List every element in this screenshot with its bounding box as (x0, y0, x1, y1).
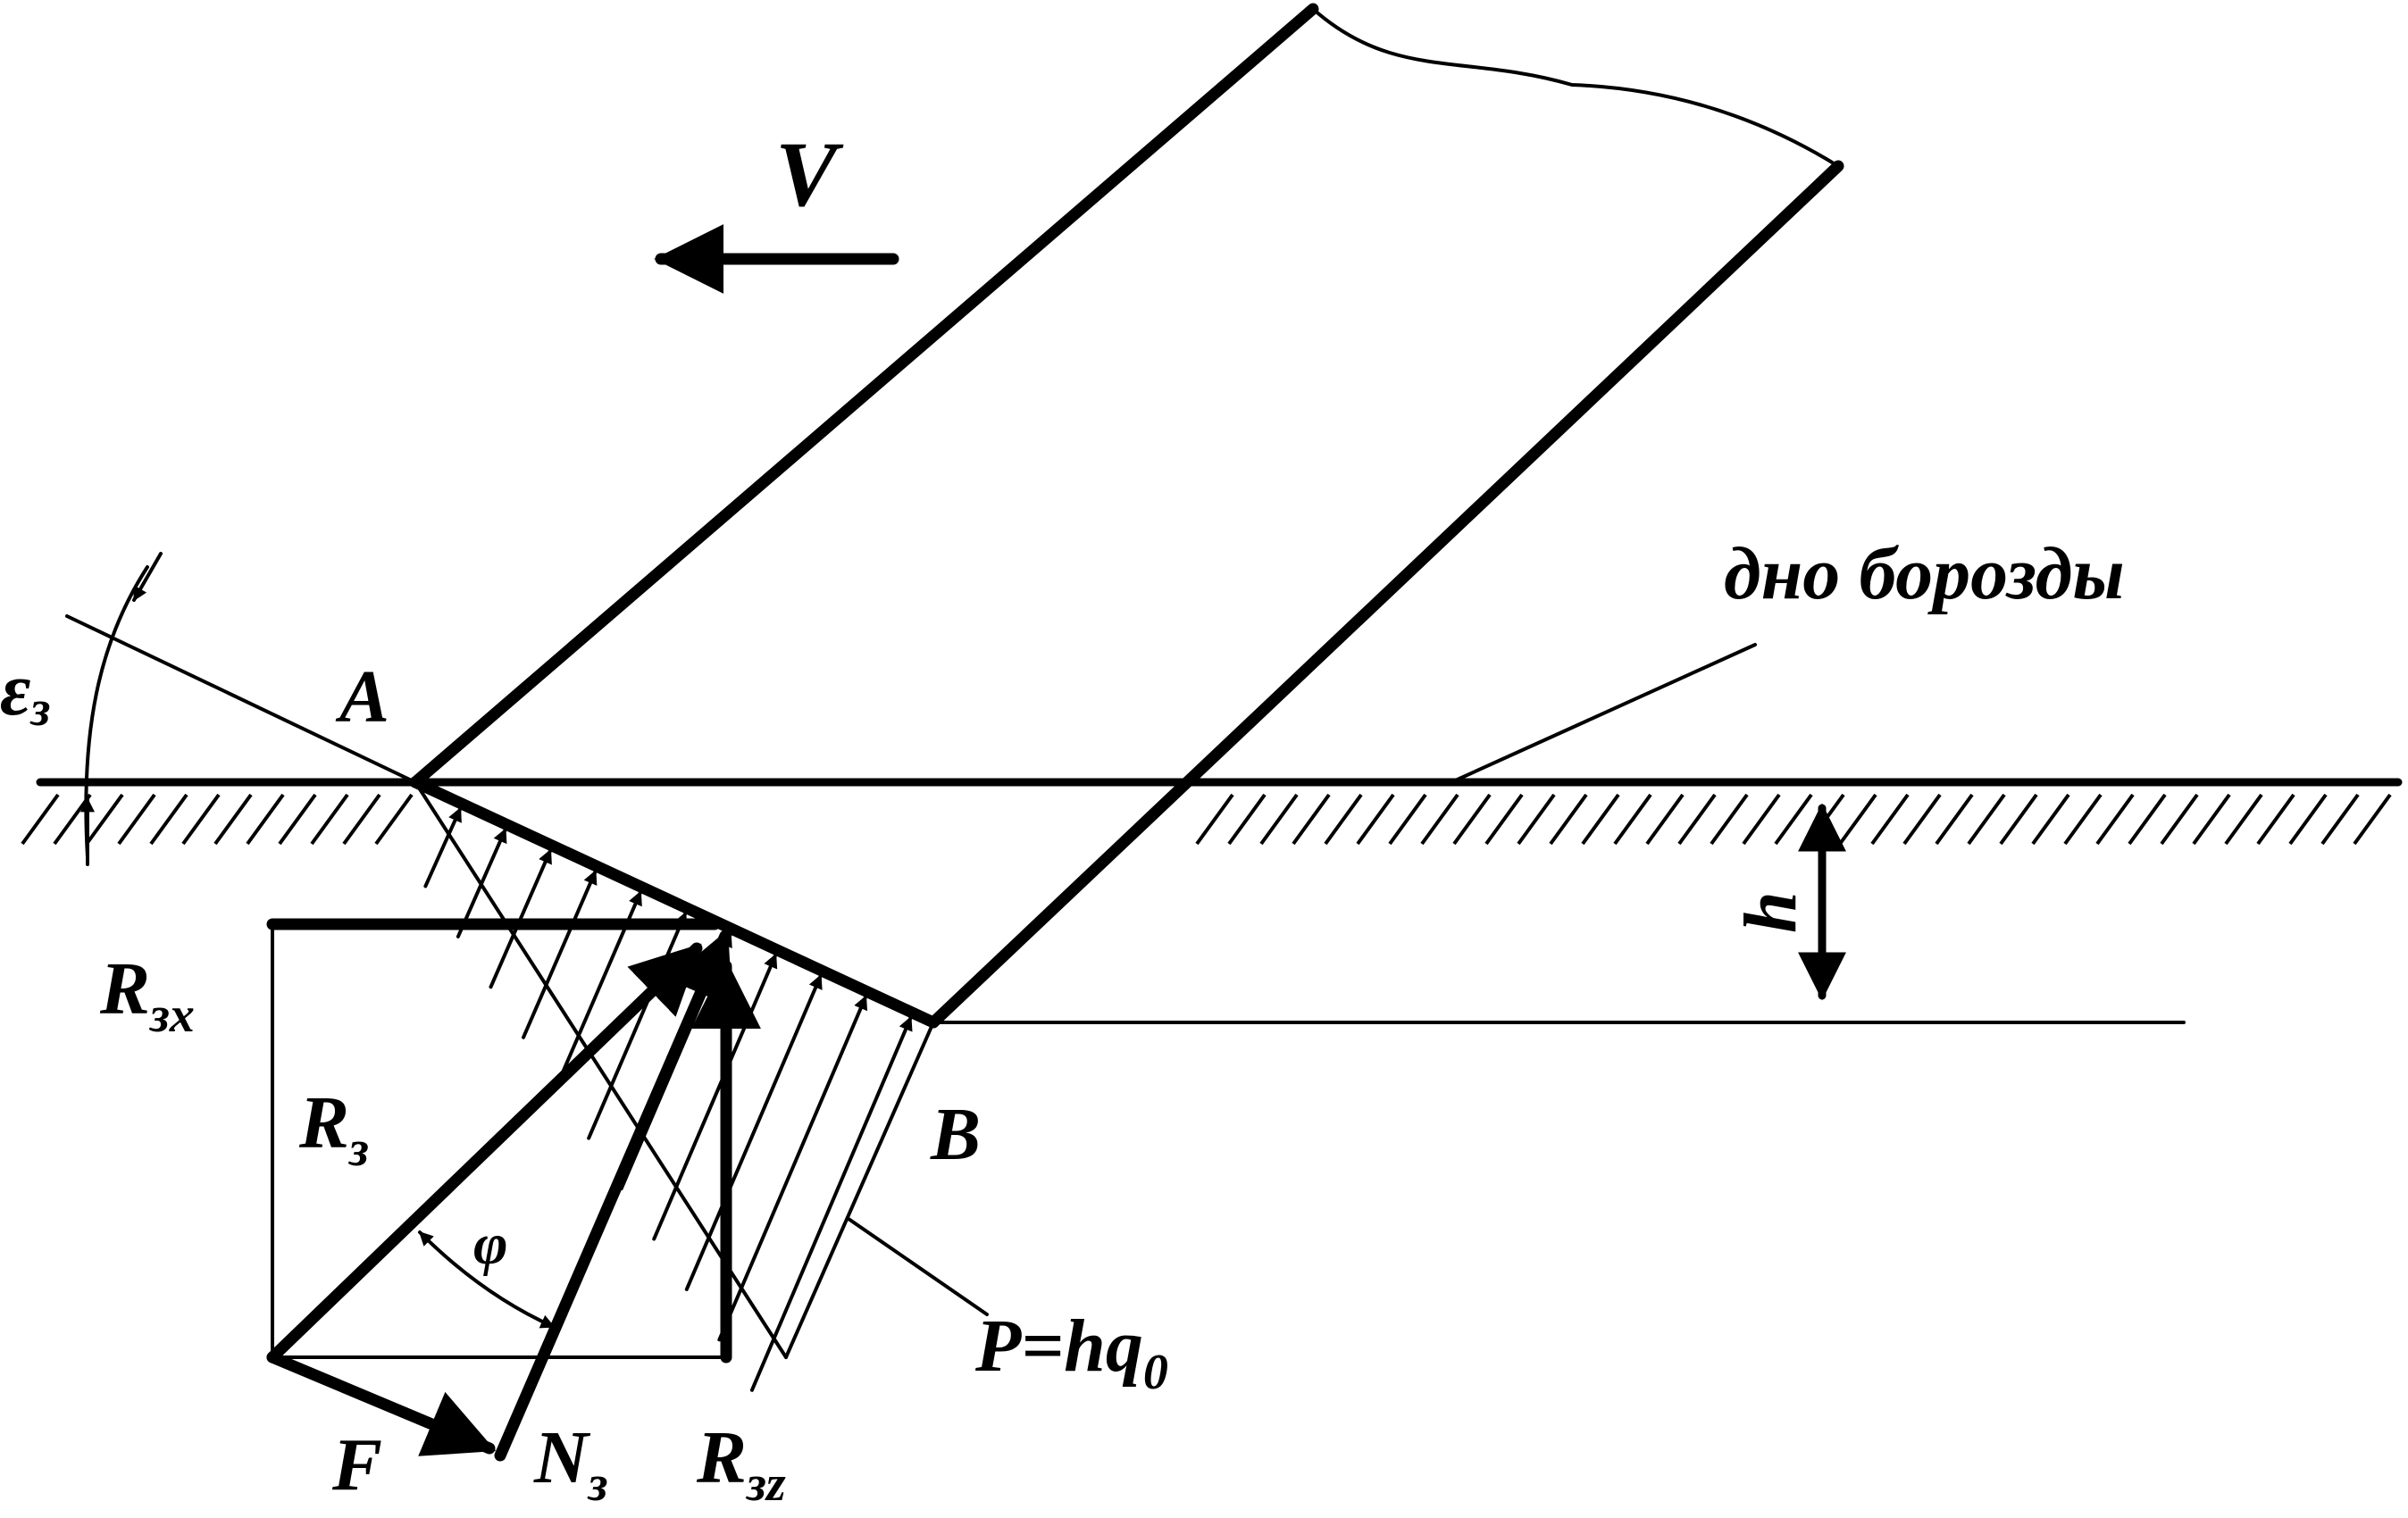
pressure-arrow (587, 911, 688, 1140)
label-pressure: P=hq0 (974, 1305, 1168, 1400)
hatch-stroke (1484, 793, 1524, 846)
force-polygon (266, 918, 761, 1462)
label-point-b: B (930, 1093, 981, 1176)
pressure-diagram (414, 780, 935, 1392)
hatch-stroke (1388, 793, 1427, 846)
hatch-stroke (181, 793, 221, 846)
label-normal: Nз (533, 1416, 608, 1512)
label-epsilon: εз (0, 648, 50, 737)
hatch-stroke (1999, 793, 2038, 846)
hatch-stroke (1967, 793, 2006, 846)
hatch-stroke (2063, 793, 2103, 846)
force-friction (266, 1351, 497, 1456)
hatch-stroke (117, 793, 156, 846)
hatch-stroke (1742, 793, 1781, 846)
tool-body (409, 3, 1844, 1029)
hatch-stroke (2192, 793, 2231, 846)
hatch-stroke (2288, 793, 2328, 846)
hatch-stroke (1259, 793, 1299, 846)
ground-hatching (21, 793, 2392, 846)
hatch-stroke (1549, 793, 1588, 846)
hatch-stroke (1452, 793, 1492, 846)
pressure-arrow (423, 806, 463, 888)
hatch-stroke (246, 793, 285, 846)
pressure-arrow (749, 1015, 913, 1392)
hatch-stroke (2160, 793, 2199, 846)
hatch-stroke (278, 793, 317, 846)
hatch-stroke (1613, 793, 1652, 846)
hatch-stroke (1774, 793, 1813, 846)
hatch-stroke (1517, 793, 1556, 846)
hatch-stroke (2128, 793, 2167, 846)
label-velocity: V (775, 123, 844, 226)
hatch-stroke (1645, 793, 1685, 846)
hatch-stroke (1870, 793, 1910, 846)
hatch-stroke (1420, 793, 1459, 846)
epsilon-arc (84, 565, 149, 859)
label-friction: F (331, 1423, 382, 1506)
edge-extension-line (65, 614, 417, 784)
label-r-z: Rзz (696, 1416, 786, 1512)
hatch-stroke (21, 793, 60, 846)
hatch-stroke (2256, 793, 2295, 846)
label-r-total: Rз (298, 1081, 369, 1177)
phi-angle-arc (418, 1230, 556, 1329)
hatch-stroke (149, 793, 188, 846)
hatch-stroke (2095, 793, 2135, 846)
pressure-arrow (522, 869, 598, 1039)
hatch-stroke (374, 793, 414, 846)
hatch-stroke (1324, 793, 1363, 846)
force-normal (494, 929, 732, 1462)
label-phi: φ (473, 1212, 508, 1277)
hatch-stroke (1581, 793, 1620, 846)
pressure-arrow (684, 973, 823, 1291)
hatch-stroke (1227, 793, 1267, 846)
hatch-stroke (2224, 793, 2263, 846)
hatch-stroke (1710, 793, 1749, 846)
hatch-stroke (1902, 793, 1942, 846)
hatch-stroke (85, 793, 124, 846)
hatch-stroke (342, 793, 381, 846)
hatch-stroke (1195, 793, 1234, 846)
hatch-stroke (2320, 793, 2360, 846)
furrow-leader (1450, 643, 1757, 784)
hatch-stroke (2353, 793, 2392, 846)
hatch-stroke (2031, 793, 2070, 846)
hatch-stroke (1292, 793, 1331, 846)
hatch-stroke (1677, 793, 1717, 846)
hatch-stroke (1935, 793, 1974, 846)
label-depth: h (1729, 891, 1812, 933)
hatch-stroke (1356, 793, 1395, 846)
hatch-stroke (213, 793, 253, 846)
label-furrow-bottom: дно борозды (1724, 532, 2125, 615)
hatch-stroke (310, 793, 349, 846)
label-r-x: Rзx (99, 947, 195, 1043)
hatch-stroke (1838, 793, 1877, 846)
label-point-a: A (335, 655, 389, 738)
force-r-total (266, 942, 703, 1364)
pressure-leader (847, 1217, 989, 1316)
pressure-arrow (652, 953, 778, 1241)
pressure-arrow (717, 994, 868, 1342)
